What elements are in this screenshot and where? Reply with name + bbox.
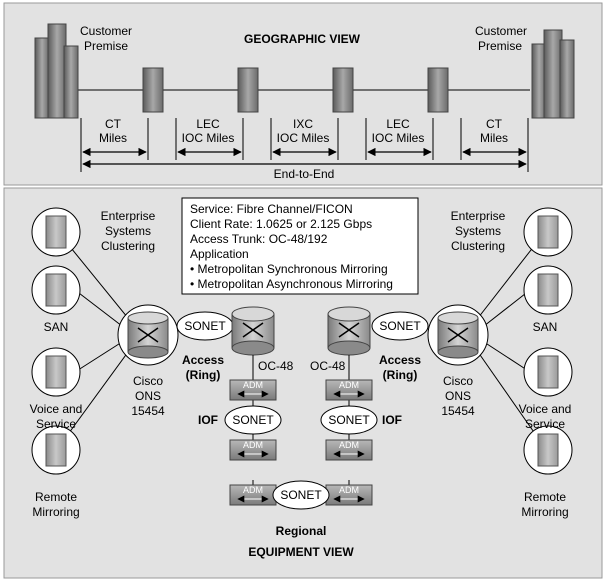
left-server-4-line2: Mirroring: [32, 505, 79, 519]
info-line-1: Service: Fibre Channel/FICON: [190, 202, 353, 216]
adm-box-right-2: ADM: [325, 439, 373, 461]
server-circle-right-2: [523, 265, 573, 315]
adm-box-right-1: ADM: [325, 379, 373, 401]
right-server-4-line1: Remote: [524, 490, 566, 504]
sonet-iof-right: [320, 405, 378, 435]
building-icon-co-4: [427, 67, 449, 113]
info-box: [181, 197, 419, 295]
access-ring-right-line1: Access: [379, 353, 421, 367]
router-cylinder-left: [231, 306, 275, 356]
adm-left-3-label: ADM: [243, 485, 263, 495]
server-circle-left-1: [31, 207, 81, 257]
adm-right-2-label: ADM: [339, 440, 359, 450]
right-server-1-line2: Systems: [455, 224, 501, 238]
regional-label: Regional: [276, 524, 327, 538]
adm-box-left-2: ADM: [229, 439, 277, 461]
sonet-iof-right-label: SONET: [328, 413, 370, 427]
sonet-access-right: [371, 311, 429, 341]
ons-node-left: [117, 304, 179, 366]
sonet-regional: [272, 480, 330, 510]
ons-right-line1: Cisco: [443, 374, 473, 388]
building-icon-customer-right: [531, 29, 575, 119]
equipment-view-title: EQUIPMENT VIEW: [248, 545, 354, 559]
adm-right-3-label: ADM: [339, 485, 359, 495]
oc48-left-label: OC-48: [258, 359, 294, 373]
segment-dividers: [80, 118, 529, 172]
sonet-regional-label: SONET: [280, 488, 322, 502]
sonet-iof-left: [224, 405, 282, 435]
segment-5-line2: Miles: [480, 131, 508, 145]
sonet-iof-left-label: SONET: [232, 413, 274, 427]
segment-2-line1: LEC: [196, 117, 220, 131]
geographic-view-title: GEOGRAPHIC VIEW: [244, 32, 361, 46]
adm-box-left-3: ADM: [229, 484, 277, 506]
segment-1-line2: Miles: [99, 131, 127, 145]
segment-1-line1: CT: [105, 117, 122, 131]
right-server-1-line3: Clustering: [451, 239, 505, 253]
building-icon-customer-left: [34, 23, 79, 119]
segment-4-line2: IOC Miles: [372, 131, 425, 145]
segment-5-line1: CT: [486, 117, 503, 131]
server-circle-left-3: [31, 347, 81, 397]
customer-premise-left-line2: Premise: [84, 39, 128, 53]
customer-premise-right-line1: Customer: [475, 24, 527, 38]
ons-right-line2: ONS: [445, 389, 471, 403]
ons-left-line3: 15454: [131, 404, 165, 418]
right-server-4-line2: Mirroring: [521, 505, 568, 519]
server-circle-right-4: [523, 425, 573, 475]
oc48-right-label: OC-48: [310, 359, 346, 373]
left-server-3-line1: Voice and: [30, 402, 83, 416]
customer-premise-left-line1: Customer: [80, 24, 132, 38]
left-server-4-line1: Remote: [35, 490, 77, 504]
right-server-1-line1: Enterprise: [451, 209, 506, 223]
info-line-4: Application: [190, 247, 249, 261]
right-server-2-line1: SAN: [533, 320, 558, 334]
access-ring-left-line2: (Ring): [186, 368, 221, 382]
left-server-3-line2: Service: [36, 417, 76, 431]
building-icon-co-2: [237, 67, 259, 113]
ons-left-line1: Cisco: [133, 374, 163, 388]
right-server-3-line2: Service: [525, 417, 565, 431]
left-server-2-line1: SAN: [44, 320, 69, 334]
segment-arrows: [82, 147, 527, 169]
info-line-5: • Metropolitan Synchronous Mirroring: [190, 262, 388, 276]
building-icon-co-1: [142, 67, 164, 113]
server-circle-left-4: [31, 425, 81, 475]
ons-node-right: [427, 304, 489, 366]
adm-left-2-label: ADM: [243, 440, 263, 450]
adm-right-1-label: ADM: [339, 380, 359, 390]
ons-left-line2: ONS: [135, 389, 161, 403]
segment-3-line2: IOC Miles: [277, 131, 330, 145]
left-server-1-line2: Systems: [105, 224, 151, 238]
sonet-access-left-label: SONET: [184, 319, 226, 333]
router-cylinder-right: [327, 306, 371, 356]
end-to-end-label: End-to-End: [274, 167, 335, 181]
iof-right-label: IOF: [382, 413, 402, 427]
server-circle-right-1: [523, 207, 573, 257]
server-circle-right-3: [523, 347, 573, 397]
info-line-6: • Metropolitan Asynchronous Mirroring: [190, 277, 393, 291]
right-server-3-line1: Voice and: [519, 402, 572, 416]
segment-3-line1: IXC: [293, 117, 313, 131]
adm-box-right-3: ADM: [325, 484, 373, 506]
ons-right-line3: 15454: [441, 404, 475, 418]
server-circle-left-2: [31, 265, 81, 315]
left-server-1-line3: Clustering: [101, 239, 155, 253]
info-line-2: Client Rate: 1.0625 or 2.125 Gbps: [190, 217, 372, 231]
info-line-3: Access Trunk: OC-48/192: [190, 232, 328, 246]
sonet-access-right-label: SONET: [379, 319, 421, 333]
access-ring-right-line2: (Ring): [383, 368, 418, 382]
segment-4-line1: LEC: [386, 117, 410, 131]
adm-left-1-label: ADM: [243, 380, 263, 390]
segment-2-line2: IOC Miles: [182, 131, 235, 145]
adm-box-left-1: ADM: [229, 379, 277, 401]
building-icon-co-3: [332, 67, 354, 113]
access-ring-left-line1: Access: [182, 353, 224, 367]
iof-left-label: IOF: [198, 413, 218, 427]
customer-premise-right-line2: Premise: [478, 39, 522, 53]
left-server-1-line1: Enterprise: [101, 209, 156, 223]
